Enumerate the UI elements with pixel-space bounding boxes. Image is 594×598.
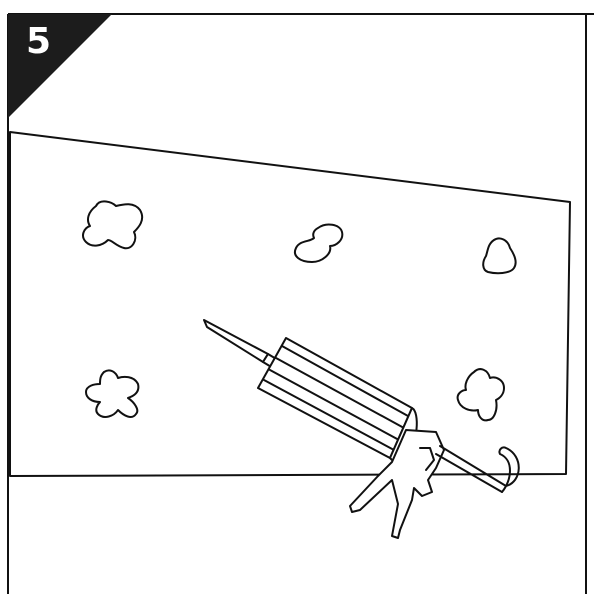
gun-plunger-rod: [439, 445, 507, 487]
adhesive-blob: [82, 200, 144, 250]
cartridge-stripe: [269, 369, 400, 441]
gun-cartridge: [257, 337, 413, 459]
cartridge-stripe: [275, 357, 405, 429]
step-number: 5: [26, 21, 52, 62]
caulking-gun: [203, 319, 520, 539]
gun-handle: [349, 429, 445, 539]
adhesive-blob: [294, 223, 344, 263]
cartridge-stripe: [263, 379, 395, 451]
adhesive-blob: [456, 368, 505, 422]
cartridge-stripe: [281, 345, 409, 417]
adhesive-blob: [85, 369, 140, 418]
step-badge: [8, 14, 112, 118]
gun-plunger-hook: [498, 446, 520, 493]
gun-plunger-rod: [435, 453, 503, 493]
gun-nozzle: [203, 319, 269, 363]
gun-trigger-detail: [419, 447, 435, 471]
adhesive-blob: [482, 237, 517, 275]
panel: [9, 131, 571, 477]
